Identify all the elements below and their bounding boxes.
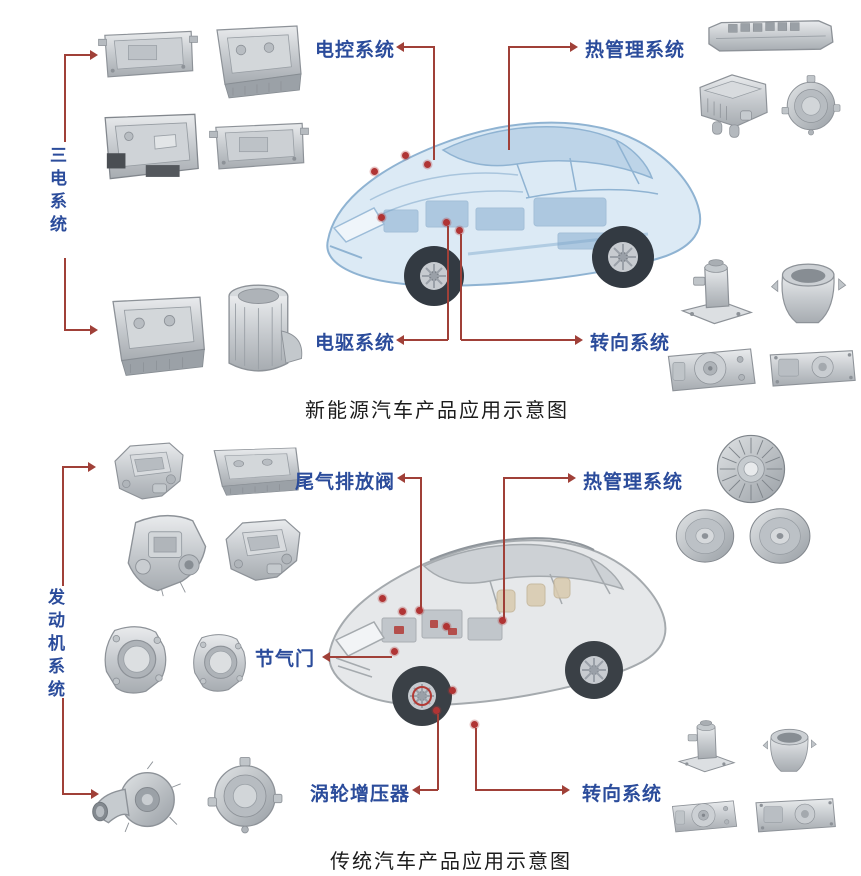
part-image-controller-housing-with-connectors [95, 100, 205, 198]
arrowhead-left-icon [396, 42, 404, 52]
part-image-steering-column-pedestal [674, 712, 738, 784]
group-label-three-electric-system: 三电系统 [46, 146, 66, 238]
part-image-throttle-body-left [95, 618, 177, 702]
connector-line [461, 339, 576, 341]
part-image-steering-cup-housing [762, 718, 818, 782]
connector-line [433, 46, 435, 160]
connector-line [475, 789, 562, 791]
part-image-inverter-box-housing [100, 282, 213, 382]
suv-xray-image [322, 498, 672, 750]
label-electric-drive-system: 电驱系统 [315, 332, 396, 354]
connector-line [503, 477, 568, 479]
part-image-pulley-disc-right [746, 504, 814, 568]
connector-line [330, 656, 392, 658]
arrowhead-right-icon [91, 789, 99, 799]
bracket-line [62, 466, 64, 586]
arrowhead-right-icon [88, 462, 96, 472]
arrowhead-right-icon [568, 473, 576, 483]
component-marker-dot [443, 623, 450, 630]
arrowhead-right-icon [90, 325, 98, 335]
component-marker-dot [416, 607, 423, 614]
label-exhaust-valve: 尾气排放阀 [295, 471, 396, 493]
part-image-long-cover-bar-casting [700, 12, 840, 58]
component-marker-dot [378, 214, 385, 221]
connector-line [404, 339, 448, 341]
label-turbocharger: 涡轮增压器 [310, 783, 411, 805]
component-marker-dot [499, 617, 506, 624]
component-marker-dot [471, 721, 478, 728]
part-image-steering-column-pedestal [676, 250, 756, 338]
part-image-manifold-casting [218, 500, 308, 600]
component-marker-dot [399, 608, 406, 615]
arrowhead-left-icon [397, 473, 405, 483]
part-image-controller-deep-housing [205, 10, 309, 106]
arrowhead-left-icon [412, 785, 420, 795]
connector-line [64, 329, 90, 331]
component-marker-dot [371, 168, 378, 175]
part-image-turbo-backplate-housing [198, 754, 292, 838]
arrowhead-right-icon [90, 50, 98, 60]
part-image-motor-cylinder-housing [215, 276, 311, 386]
group-label-engine-system: 发动机系统 [44, 588, 64, 703]
label-steering-system: 转向系统 [582, 783, 663, 805]
label-throttle: 节气门 [255, 648, 316, 670]
part-image-steering-mount-plate [766, 344, 858, 392]
arrowhead-right-icon [570, 42, 578, 52]
connector-line [437, 714, 439, 790]
part-image-turbo-volute-housing [85, 756, 193, 844]
caption-new-energy-diagram: 新能源汽车产品应用示意图 [305, 400, 569, 422]
component-marker-dot [391, 648, 398, 655]
connector-line [460, 234, 462, 340]
component-marker-dot [456, 227, 463, 234]
part-image-steering-gear-housing [662, 340, 760, 396]
label-electric-control-system: 电控系统 [315, 39, 396, 61]
connector-line [404, 46, 434, 48]
component-marker-dot [443, 219, 450, 226]
label-steering-system: 转向系统 [590, 332, 671, 354]
part-image-steering-cup-housing [766, 254, 852, 332]
part-image-round-pump-housing [778, 70, 844, 142]
arrowhead-right-icon [575, 335, 583, 345]
bracket-line [64, 54, 66, 142]
label-thermal-management-system: 热管理系统 [583, 471, 684, 493]
bracket-line [64, 258, 66, 330]
label-thermal-management-system: 热管理系统 [585, 39, 686, 61]
connector-line [475, 728, 477, 790]
connector-line [62, 793, 91, 795]
sedan-xray-image [318, 58, 708, 323]
part-image-fan-clutch-finned-disc [710, 430, 792, 508]
component-marker-dot [379, 595, 386, 602]
part-image-steering-mount-plate [752, 792, 838, 838]
component-marker-dot [402, 152, 409, 159]
arrowhead-left-icon [396, 335, 404, 345]
connector-line [508, 46, 510, 150]
part-image-controller-ported-housing [208, 104, 310, 186]
component-marker-dot [424, 161, 431, 168]
part-image-engine-cover-casting [202, 440, 308, 498]
connector-line [508, 46, 572, 48]
arrowhead-right-icon [562, 785, 570, 795]
connector-line [62, 466, 88, 468]
part-image-cylinder-head-casting [100, 437, 198, 505]
connector-line [503, 477, 505, 619]
connector-line [420, 789, 438, 791]
component-marker-dot [433, 707, 440, 714]
connector-line [420, 477, 422, 609]
connector-line [64, 54, 90, 56]
connector-line [447, 226, 449, 340]
part-image-steering-gear-housing [668, 790, 740, 840]
connector-line [405, 477, 421, 479]
arrowhead-left-icon [322, 652, 330, 662]
part-image-controller-tray-housing [97, 14, 199, 92]
caption-traditional-diagram: 传统汽车产品应用示意图 [330, 851, 572, 873]
part-image-finned-valve-housing [688, 64, 776, 142]
part-image-gearbox-casting [112, 506, 220, 598]
part-image-pulley-disc-left [672, 506, 738, 566]
bracket-line [62, 698, 64, 794]
component-marker-dot [449, 687, 456, 694]
part-image-throttle-body-right [185, 624, 255, 702]
